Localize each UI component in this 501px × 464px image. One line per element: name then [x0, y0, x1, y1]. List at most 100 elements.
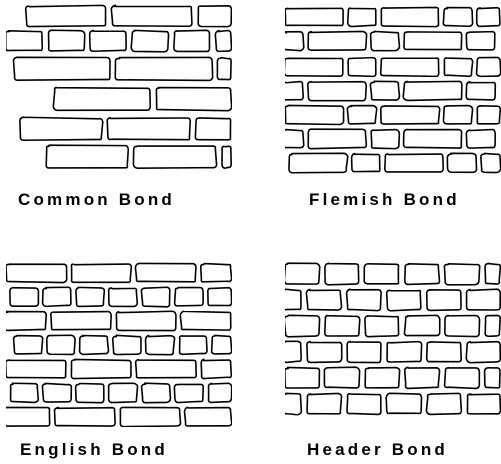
alternating-brick — [381, 106, 440, 124]
header-brick — [325, 316, 360, 336]
header-brick — [174, 384, 203, 402]
header-brick — [307, 342, 342, 363]
stretcher-brick — [222, 146, 231, 168]
header-brick — [426, 393, 461, 414]
header-brick — [47, 335, 75, 354]
flemish-bond-illustration — [285, 4, 501, 176]
header-brick — [427, 342, 461, 362]
header-brick — [485, 315, 500, 336]
alternating-brick — [404, 32, 462, 50]
english-bond-brick-pattern — [6, 262, 232, 427]
common-bond-brick-pattern — [6, 4, 232, 174]
alternating-brick — [370, 81, 399, 100]
header-bond-brick-pattern — [285, 262, 501, 427]
stretcher-brick — [217, 58, 231, 80]
header-brick — [386, 393, 421, 413]
alternating-brick — [285, 32, 304, 51]
alternating-brick — [285, 130, 304, 148]
header-brick — [113, 335, 141, 354]
header-brick — [405, 264, 440, 285]
stretcher-brick — [71, 359, 131, 378]
stretcher-brick — [71, 264, 131, 282]
header-brick — [364, 264, 398, 284]
header-brick — [90, 31, 126, 52]
stretcher-brick — [198, 6, 231, 27]
header-brick — [285, 289, 301, 309]
header-brick — [324, 367, 359, 388]
alternating-brick — [444, 58, 472, 76]
header-brick — [404, 315, 439, 335]
stretcher-brick — [180, 311, 231, 330]
header-brick — [485, 263, 500, 284]
header-brick — [347, 394, 381, 415]
header-brick — [141, 287, 169, 307]
alternating-brick — [308, 129, 366, 148]
alternating-brick — [403, 81, 462, 100]
stretcher-brick — [115, 57, 212, 80]
header-brick — [285, 393, 301, 414]
stretcher-brick — [107, 118, 190, 140]
english-bond-caption: English Bond — [20, 440, 168, 460]
english-bond-illustration — [6, 262, 232, 427]
header-brick — [14, 336, 43, 354]
common-bond-illustration — [6, 4, 232, 174]
alternating-brick — [381, 7, 438, 26]
flemish-bond-caption: Flemish Bond — [309, 190, 460, 210]
header-brick — [76, 384, 104, 403]
alternating-brick — [308, 82, 366, 101]
header-brick — [43, 287, 71, 306]
stretcher-brick — [111, 5, 192, 26]
alternating-brick — [352, 154, 380, 172]
alternating-brick — [348, 8, 376, 26]
header-brick — [444, 264, 479, 285]
header-brick — [285, 341, 301, 362]
header-brick — [365, 368, 400, 388]
header-brick — [347, 289, 382, 310]
alternating-brick — [481, 153, 501, 172]
header-brick — [208, 288, 232, 306]
stretcher-brick — [13, 57, 110, 80]
header-brick — [10, 288, 38, 306]
header-brick — [175, 288, 204, 306]
stretcher-brick — [120, 407, 180, 426]
header-brick — [48, 30, 84, 51]
header-brick — [285, 263, 320, 284]
flemish-bond-brick-pattern — [285, 4, 501, 176]
header-brick — [485, 368, 500, 388]
header-brick — [142, 383, 171, 402]
header-brick — [365, 316, 399, 337]
stretcher-brick — [133, 146, 216, 168]
header-brick — [405, 367, 440, 388]
stretcher-brick — [6, 264, 67, 282]
header-brick — [131, 30, 168, 51]
alternating-brick — [348, 58, 376, 77]
header-brick — [325, 263, 359, 285]
header-bond-illustration — [285, 262, 501, 427]
header-brick — [6, 31, 42, 51]
alternating-brick — [347, 106, 376, 124]
alternating-brick — [289, 153, 348, 172]
header-brick — [445, 315, 480, 336]
stretcher-brick — [116, 311, 176, 330]
header-brick — [11, 383, 39, 402]
header-brick — [80, 336, 109, 355]
common-bond-caption: Common Bond — [18, 190, 175, 210]
stretcher-brick — [136, 360, 197, 378]
header-brick — [42, 383, 71, 402]
alternating-brick — [381, 58, 439, 76]
header-brick — [146, 336, 175, 355]
stretcher-brick — [184, 407, 231, 426]
header-brick — [109, 383, 138, 402]
stretcher-brick — [51, 312, 111, 330]
header-brick — [76, 287, 104, 306]
alternating-brick — [385, 154, 443, 172]
stretcher-brick — [20, 117, 103, 140]
header-brick — [467, 394, 500, 414]
alternating-brick — [466, 130, 495, 149]
header-brick — [109, 288, 138, 306]
stretcher-brick — [6, 360, 66, 378]
alternating-brick — [404, 129, 462, 148]
stretcher-brick — [53, 87, 150, 110]
header-brick — [445, 368, 480, 389]
stretcher-brick — [201, 264, 232, 282]
